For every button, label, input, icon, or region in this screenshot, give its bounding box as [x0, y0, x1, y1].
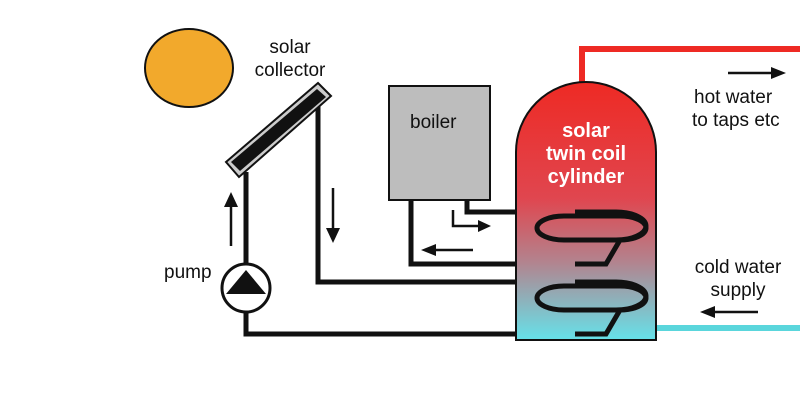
solar-panel-icon	[224, 81, 333, 179]
arrow-icon	[421, 244, 473, 256]
solar-flow-pipe	[315, 98, 575, 285]
boiler-box-icon	[388, 85, 491, 201]
pump-label: pump	[164, 262, 212, 283]
cylinder-label-line2: twin coil	[546, 143, 626, 165]
cold-water-label-line1: cold water	[695, 257, 782, 278]
cylinder-label-line1: solar	[562, 120, 610, 142]
hot-water-label-line2: to taps etc	[692, 110, 780, 131]
lower-solar-coil	[534, 279, 649, 337]
boiler-label: boiler	[410, 112, 457, 133]
cold-water-label-line2: supply	[711, 280, 766, 301]
solar-return-pipe	[243, 172, 575, 337]
sun-icon	[144, 28, 234, 108]
upper-heating-coil	[534, 209, 649, 267]
arrow-icon	[326, 188, 340, 243]
pump-icon	[220, 262, 272, 314]
arrow-icon	[451, 210, 491, 232]
arrow-icon	[224, 192, 238, 246]
arrow-icon	[728, 67, 786, 79]
collector-label-line2: collector	[255, 60, 326, 81]
hot-water-label-line1: hot water	[694, 87, 773, 108]
collector-label-line1: solar	[269, 37, 311, 58]
cylinder-label-line3: cylinder	[548, 166, 625, 188]
arrow-icon	[700, 306, 758, 318]
